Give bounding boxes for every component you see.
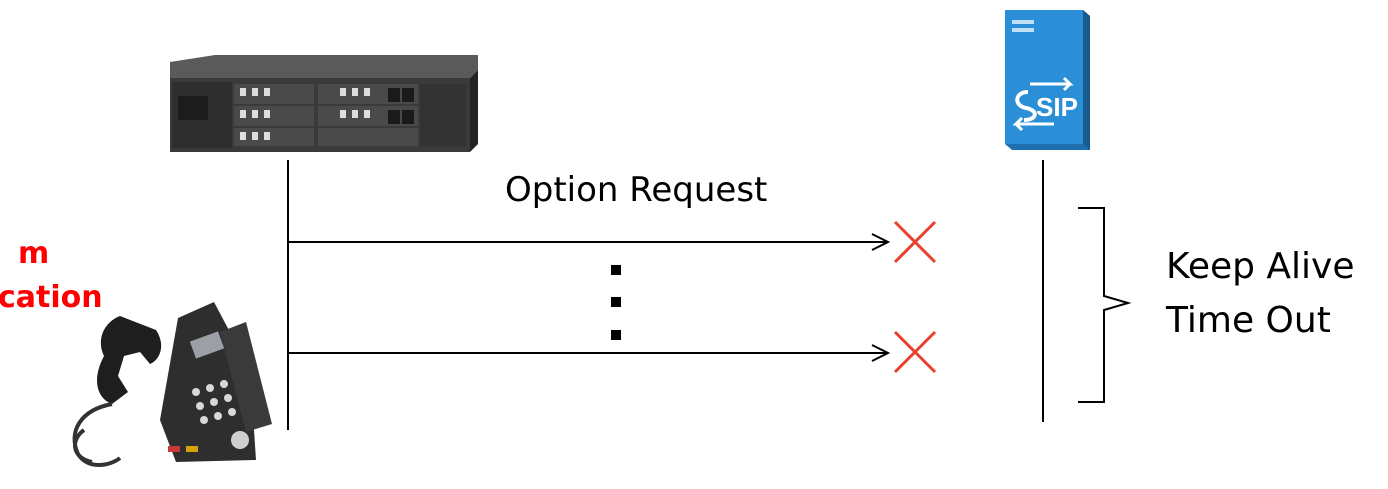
request-arrowhead-2 [871,344,891,362]
ellipsis-dots [611,265,621,340]
alarm-line-1: m [18,236,50,271]
alarm-notification-label: m cation [0,232,103,320]
time-out-label: Time Out [1166,300,1331,341]
sip-server-image [1005,10,1090,150]
option-request-label: Option Request [505,170,768,210]
pbx-unit-image [170,55,478,152]
failure-x-icon-1 [893,220,937,264]
timeout-bracket [1078,207,1132,403]
telephone-image [72,302,272,467]
keep-alive-label: Keep Alive [1166,246,1355,287]
request-arrowhead-1 [871,233,891,251]
alarm-line-2: cation [0,280,103,315]
sip-logo-text: SIP [1036,92,1078,122]
failure-x-icon-2 [893,330,937,374]
